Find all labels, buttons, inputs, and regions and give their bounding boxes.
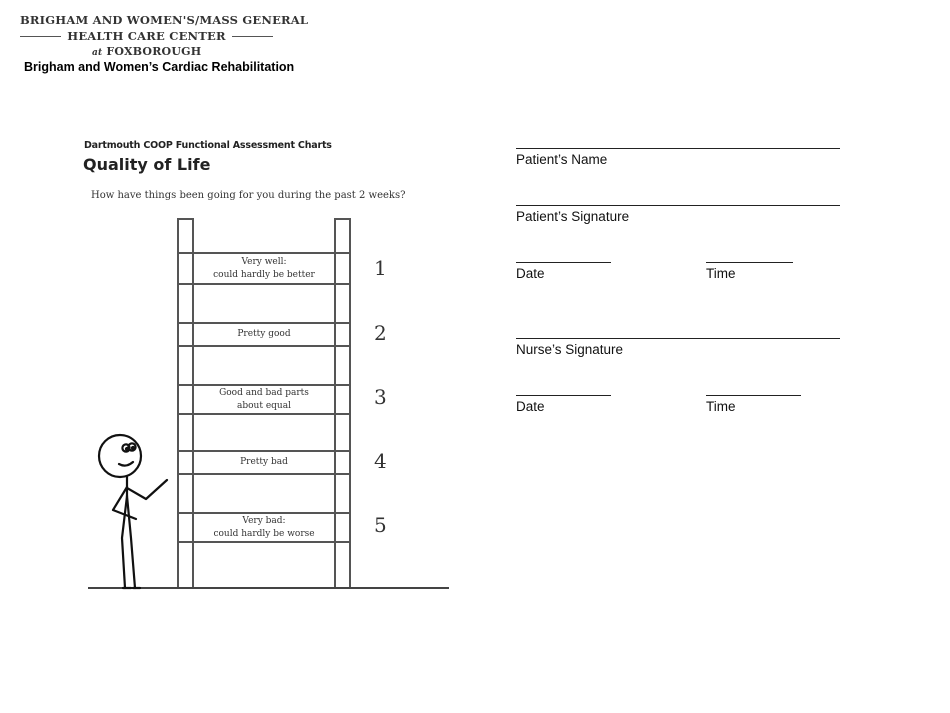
option-3-score: 3 xyxy=(374,385,387,409)
option-3-box[interactable]: Good and bad parts about equal xyxy=(194,384,334,415)
nurse-date-label: Date xyxy=(516,399,545,414)
option-3-line1: Good and bad parts xyxy=(219,387,309,398)
chart-question: How have things been going for you durin… xyxy=(91,190,406,201)
letterhead-rule-left xyxy=(20,35,62,37)
option-4-box[interactable]: Pretty bad xyxy=(194,450,334,475)
patient-date-label: Date xyxy=(516,266,545,281)
stick-figure-icon xyxy=(97,433,169,590)
letterhead-rule-right xyxy=(231,35,274,37)
option-2-line1: Pretty good xyxy=(237,329,291,339)
nurse-time-field[interactable] xyxy=(706,395,801,396)
option-2-score: 2 xyxy=(374,321,387,345)
ground-line xyxy=(88,587,449,589)
option-1-score: 1 xyxy=(374,256,387,280)
option-5-line2: could hardly be worse xyxy=(213,528,315,539)
option-1-line2: could hardly be better xyxy=(213,269,315,280)
chart-title: Quality of Life xyxy=(83,155,211,174)
option-1-line1: Very well: xyxy=(241,256,287,267)
option-2-box[interactable]: Pretty good xyxy=(194,322,334,347)
option-5-box[interactable]: Very bad: could hardly be worse xyxy=(194,512,334,543)
letterhead-line2-text: HEALTH CARE CENTER xyxy=(67,29,226,43)
chart-source: Dartmouth COOP Functional Assessment Cha… xyxy=(84,140,332,151)
nurse-time-label: Time xyxy=(706,399,736,414)
nurse-date-field[interactable] xyxy=(516,395,611,396)
department-subtitle: Brigham and Women’s Cardiac Rehabilitati… xyxy=(24,60,295,74)
patient-name-label: Patient’s Name xyxy=(516,152,608,167)
patient-name-field[interactable] xyxy=(516,148,840,149)
option-5-line1: Very bad: xyxy=(242,515,286,526)
option-1-box[interactable]: Very well: could hardly be better xyxy=(194,252,334,285)
nurse-signature-label: Nurse’s Signature xyxy=(516,342,624,357)
option-4-line1: Pretty bad xyxy=(240,457,288,467)
patient-time-label: Time xyxy=(706,266,736,281)
letterhead-line2: HEALTH CARE CENTER xyxy=(20,29,274,43)
letterhead-location: FOXBOROUGH xyxy=(106,45,202,58)
option-3-line2: about equal xyxy=(237,400,291,411)
option-4-score: 4 xyxy=(374,449,387,473)
nurse-signature-field[interactable] xyxy=(516,338,840,339)
option-5-score: 5 xyxy=(374,513,387,537)
letterhead-line1: BRIGHAM AND WOMEN'S/MASS GENERAL xyxy=(20,13,309,27)
patient-signature-field[interactable] xyxy=(516,205,840,206)
patient-date-field[interactable] xyxy=(516,262,611,263)
patient-signature-label: Patient’s Signature xyxy=(516,209,630,224)
patient-time-field[interactable] xyxy=(706,262,793,263)
letterhead-at: at xyxy=(92,48,103,58)
